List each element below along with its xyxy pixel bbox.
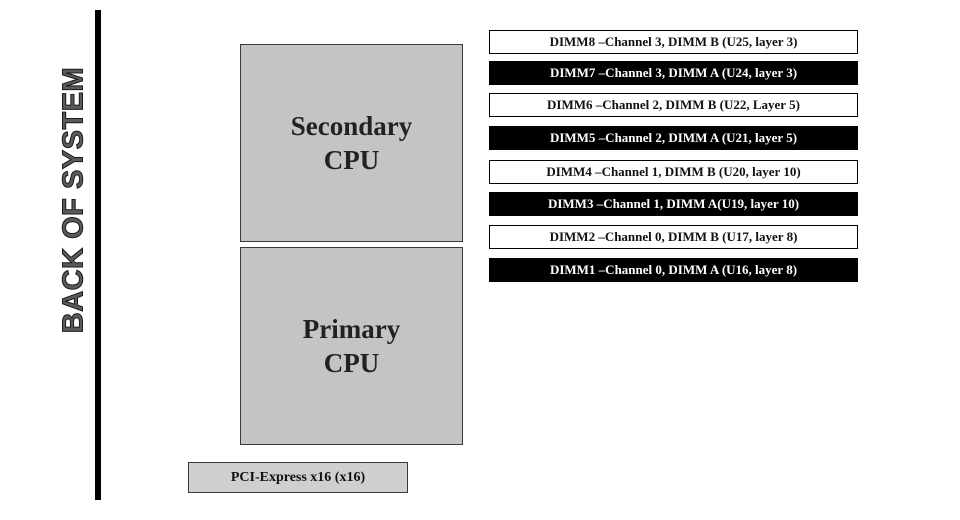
dimm3-slot: DIMM3 –Channel 1, DIMM A(U19, layer 10)	[489, 192, 858, 216]
dimm2-slot: DIMM2 –Channel 0, DIMM B (U17, layer 8)	[489, 225, 858, 249]
pci-express-slot-label: PCI-Express x16 (x16)	[230, 469, 366, 485]
dimm8-slot: DIMM8 –Channel 3, DIMM B (U25, layer 3)	[489, 30, 858, 54]
dimm7-slot: DIMM7 –Channel 3, DIMM A (U24, layer 3)	[489, 61, 858, 85]
secondary-cpu: Secondary CPU	[240, 44, 463, 242]
dimm4-slot: DIMM4 –Channel 1, DIMM B (U20, layer 10)	[489, 160, 858, 184]
dimm6-slot: DIMM6 –Channel 2, DIMM B (U22, Layer 5)	[489, 93, 858, 117]
secondary-cpu-label: Secondary CPU	[290, 111, 413, 175]
dimm1-slot: DIMM1 –Channel 0, DIMM A (U16, layer 8)	[489, 258, 858, 282]
dimm5-slot: DIMM5 –Channel 2, DIMM A (U21, layer 5)	[489, 126, 858, 150]
pci-express-slot: PCI-Express x16 (x16)	[188, 462, 408, 493]
primary-cpu-label: Primary CPU	[302, 314, 401, 378]
back-of-system-edge	[95, 10, 101, 500]
back-of-system-label: BACK OF SYSTEM	[57, 66, 90, 334]
primary-cpu: Primary CPU	[240, 247, 463, 445]
